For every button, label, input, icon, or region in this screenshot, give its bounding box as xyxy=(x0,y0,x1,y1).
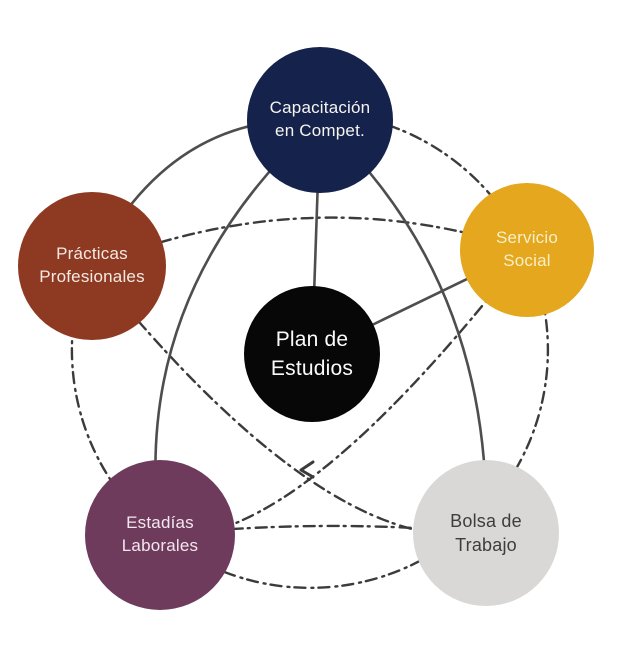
node-practicas-line1: Prácticas xyxy=(56,244,128,264)
node-servicio-line2: Social xyxy=(503,251,551,270)
node-bolsa-line2: Trabajo xyxy=(455,535,517,555)
node-capacitacion-line2: en Compet. xyxy=(275,121,365,140)
node-servicio-line1: Servicio xyxy=(495,228,559,248)
node-practicas-profesionales: Prácticas Profesionales xyxy=(18,192,166,340)
node-bolsa-line1: Bolsa de xyxy=(450,510,522,531)
node-plan-line1: Plan de xyxy=(275,327,349,351)
node-servicio-social: Servicio Social xyxy=(460,183,594,317)
orbit-ring xyxy=(70,110,550,590)
node-capacitacion-label: Capacitación en Compet. xyxy=(270,97,371,143)
node-estadias-label: Estadías Laborales xyxy=(122,512,198,558)
node-practicas-line2: Profesionales xyxy=(39,267,145,286)
chord-arrowhead-icon xyxy=(299,460,315,479)
node-servicio-label: Servicio Social xyxy=(496,227,558,273)
node-plan-de-estudios: Plan de Estudios xyxy=(244,286,380,422)
node-plan-line2: Estudios xyxy=(270,357,354,380)
node-capacitacion-line1: Capacitación xyxy=(269,98,371,118)
node-estadias-line2: Laborales xyxy=(121,536,199,555)
node-bolsa-label: Bolsa de Trabajo xyxy=(450,509,522,558)
node-bolsa-de-trabajo: Bolsa de Trabajo xyxy=(413,460,559,606)
node-estadias-line1: Estadías xyxy=(126,513,194,533)
node-capacitacion-en-compet: Capacitación en Compet. xyxy=(247,47,393,193)
node-plan-label: Plan de Estudios xyxy=(271,325,353,384)
node-practicas-label: Prácticas Profesionales xyxy=(39,243,145,289)
node-estadias-laborales: Estadías Laborales xyxy=(85,460,235,610)
